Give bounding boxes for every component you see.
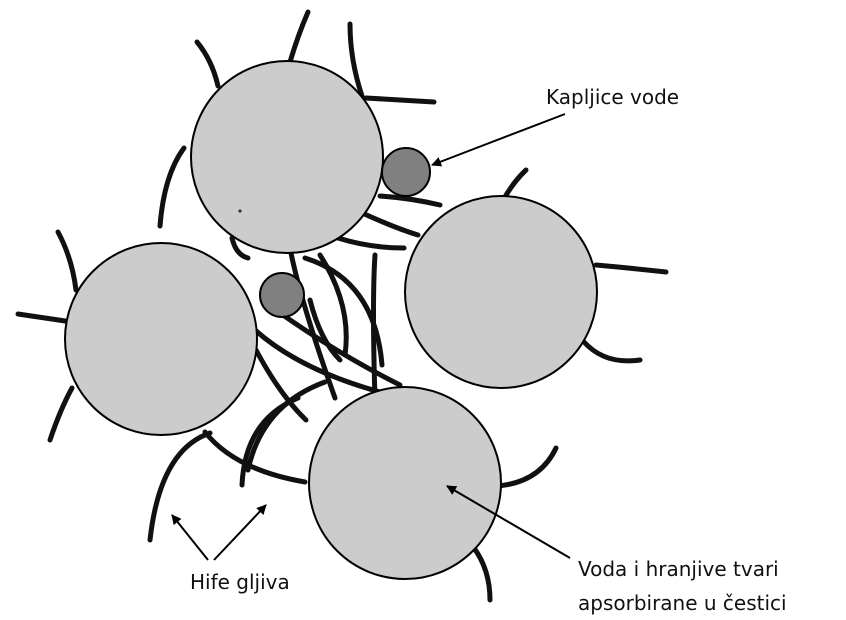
soil-particle-top xyxy=(190,60,384,254)
arrow-to-hypha-left xyxy=(171,514,209,561)
hypha xyxy=(253,347,309,423)
hypha xyxy=(287,9,311,65)
hypha xyxy=(47,385,75,443)
hypha xyxy=(15,311,75,325)
water-droplets xyxy=(259,147,431,318)
hypha xyxy=(55,229,79,293)
hypha xyxy=(245,379,328,473)
hypha xyxy=(194,39,221,89)
hypha xyxy=(357,209,421,238)
hypha xyxy=(302,255,385,368)
fungal-hyphae xyxy=(15,9,669,603)
label-absorbed-line1: Voda i hranjive tvari xyxy=(578,557,779,581)
hypha xyxy=(229,235,251,261)
hypha xyxy=(287,245,338,401)
hypha xyxy=(371,252,378,403)
hypha xyxy=(495,445,559,489)
hypha xyxy=(157,145,187,229)
hypha xyxy=(347,21,365,99)
hypha xyxy=(593,262,669,275)
hypha xyxy=(335,235,407,251)
hypha xyxy=(317,252,349,358)
particle-dot xyxy=(238,209,242,213)
hypha xyxy=(377,193,443,208)
arrow-to-particle xyxy=(446,485,571,559)
soil-particle-left xyxy=(64,242,258,436)
soil-particle-right xyxy=(404,195,598,389)
label-fungal-hyphae: Hife gljiva xyxy=(190,570,290,594)
arrow-to-droplet xyxy=(431,113,566,167)
water-droplet xyxy=(259,272,305,318)
label-water-droplets: Kapljice vode xyxy=(546,85,679,109)
arrow-to-hypha-right xyxy=(213,504,267,561)
water-droplet xyxy=(381,147,431,197)
hypha xyxy=(252,327,383,395)
arrows xyxy=(171,113,571,561)
soil-particle-bottom xyxy=(308,386,502,580)
hypha xyxy=(307,297,343,363)
hypha xyxy=(581,339,643,364)
hypha xyxy=(147,430,213,543)
hypha xyxy=(363,95,437,105)
label-absorbed-line2: apsorbirane u čestici xyxy=(578,591,787,615)
hypha xyxy=(471,545,493,603)
soil-particles xyxy=(64,60,598,580)
